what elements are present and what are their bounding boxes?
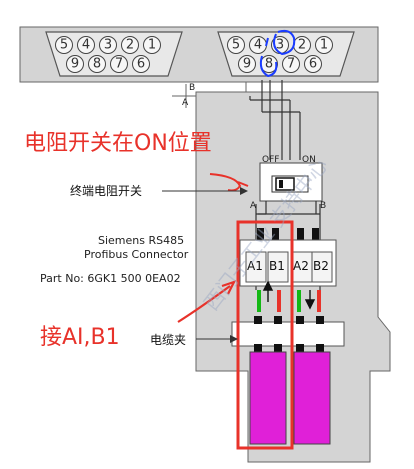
wire-entry-arrows [262, 280, 316, 310]
terminal-label-b1: B1 [269, 259, 285, 273]
cable-clamp-label: 电缆夹 [150, 333, 186, 347]
terminator-switch-label: 终端电阻开关 [70, 183, 142, 198]
clamp-screws [254, 316, 324, 352]
ab-label-b: B [189, 83, 195, 93]
highlight-box-a1-b1 [236, 220, 294, 450]
switch-on-label: ON [302, 155, 316, 165]
dsub-left-pin-label: 1 [148, 38, 156, 53]
dsub-right-pin-label: 8 [265, 57, 273, 72]
dsub-left-pin-bottom-6 [132, 55, 150, 73]
internal-wires [249, 80, 301, 160]
pin-highlight-marks [259, 29, 296, 78]
dsub-left-pin-label: 9 [71, 57, 79, 72]
green-wire-a2 [297, 290, 301, 312]
annotation-resistor-on: 电阻开关在ON位置 [24, 131, 212, 156]
switch-red-mark [209, 173, 242, 192]
cable-out-magenta [293, 351, 331, 445]
dsub-left-pin-label: 7 [115, 57, 123, 72]
dsub-left-pin-label: 6 [137, 57, 145, 72]
product-name-line2: Profibus Connector [84, 248, 189, 261]
dsub-left-pin-top-1 [143, 36, 161, 54]
red-wire-b2 [317, 290, 321, 312]
dsub-left-pin-bottom-7 [110, 55, 128, 73]
dsub-right-pin-top-5 [227, 36, 245, 54]
dsub-right-pin-bottom-6 [304, 55, 322, 73]
product-name-line1: Siemens RS485 [98, 234, 184, 247]
dsub-right-pin-label: 3 [276, 38, 284, 53]
dsub-left-pin-label: 5 [60, 38, 68, 53]
dsub-left-pin-bottom-9 [66, 55, 84, 73]
dsub-right-pin-label: 5 [232, 38, 240, 53]
dsub-left-pin-bottom-8 [88, 55, 106, 73]
dsub-left-pin-top-5 [55, 36, 73, 54]
dsub-left-pin-top-2 [121, 36, 139, 54]
rail-label-a: A [250, 201, 257, 211]
rail-label-b: B [320, 201, 326, 211]
dsub-right-pin-bottom-7 [282, 55, 300, 73]
dsub-left-pin-top-3 [99, 36, 117, 54]
cable-in-magenta [249, 351, 287, 445]
green-wire-a1 [257, 290, 261, 312]
terminal-label-a2: A2 [293, 259, 309, 273]
product-part-number: Part No: 6GK1 500 0EA02 [40, 272, 181, 285]
red-wire-b1 [277, 290, 281, 312]
cable-clamp [231, 321, 345, 347]
terminal-b2 [311, 251, 333, 283]
terminal-a1 [245, 251, 267, 283]
dsub-left-pin-top-4 [77, 36, 95, 54]
switch-off-label: OFF [262, 155, 279, 165]
dsub-right-pin-label: 6 [309, 57, 317, 72]
dsub-right-pin-label: 2 [298, 38, 306, 53]
dsub-left-pin-label: 2 [126, 38, 134, 53]
terminal-label-b2: B2 [313, 259, 329, 273]
dsub-right-pin-label: 9 [243, 57, 251, 72]
dsub-left-pin-label: 4 [82, 38, 90, 53]
annotation-arrow [177, 285, 231, 323]
dsub-left-pin-label: 8 [93, 57, 101, 72]
dsub-left-pin-label: 3 [104, 38, 112, 53]
dsub-right-pin-top-1 [315, 36, 333, 54]
ab-label-a: A [182, 98, 189, 108]
dsub-right-pin-label: 4 [254, 38, 262, 53]
dsub-right-pin-label: 7 [287, 57, 295, 72]
terminal-screws-top [257, 228, 319, 240]
terminal-label-a1: A1 [247, 259, 263, 273]
terminal-b1 [267, 251, 289, 283]
annotation-connect-a1-b1: 接AI,B1 [40, 325, 120, 350]
dsub-right-pin-bottom-9 [238, 55, 256, 73]
dsub-right-pin-label: 1 [320, 38, 328, 53]
